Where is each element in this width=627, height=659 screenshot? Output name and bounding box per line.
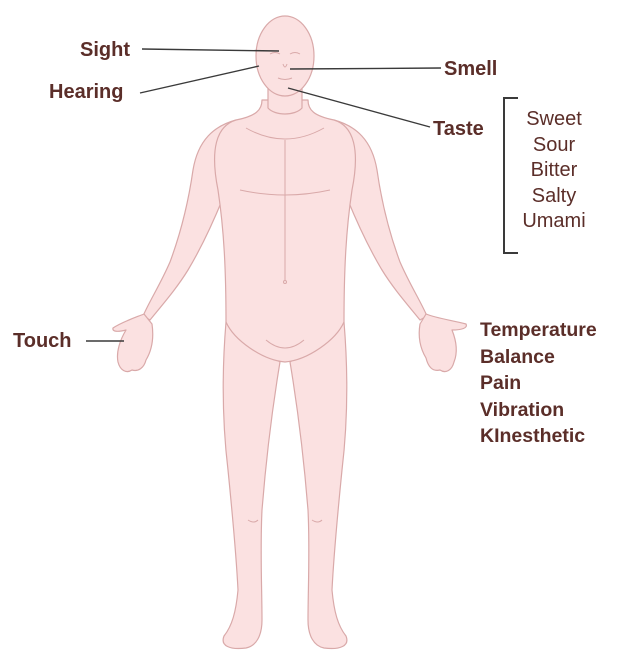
taste-item: Sweet — [509, 107, 599, 133]
hearing-label: Hearing — [49, 81, 123, 103]
taste-list: Sweet Sour Bitter Salty Umami — [509, 107, 599, 235]
right-hand — [419, 314, 466, 372]
right-leg — [290, 322, 347, 649]
touch-sense-list: Temperature Balance Pain Vibration KInes… — [480, 317, 597, 450]
touch-item: Pain — [480, 370, 597, 397]
smell-leader — [290, 68, 441, 69]
hearing-leader — [140, 66, 259, 93]
sight-label: Sight — [80, 39, 130, 61]
taste-label: Taste — [433, 118, 484, 140]
touch-item: Balance — [480, 344, 597, 371]
touch-label: Touch — [13, 330, 72, 352]
taste-item: Bitter — [509, 158, 599, 184]
taste-item: Salty — [509, 184, 599, 210]
smell-label: Smell — [444, 58, 497, 80]
left-leg — [223, 322, 280, 649]
taste-item: Sour — [509, 133, 599, 159]
touch-item: Vibration — [480, 397, 597, 424]
touch-item: KInesthetic — [480, 423, 597, 450]
left-hand — [113, 314, 153, 372]
touch-item: Temperature — [480, 317, 597, 344]
head — [256, 16, 314, 96]
taste-item: Umami — [509, 209, 599, 235]
